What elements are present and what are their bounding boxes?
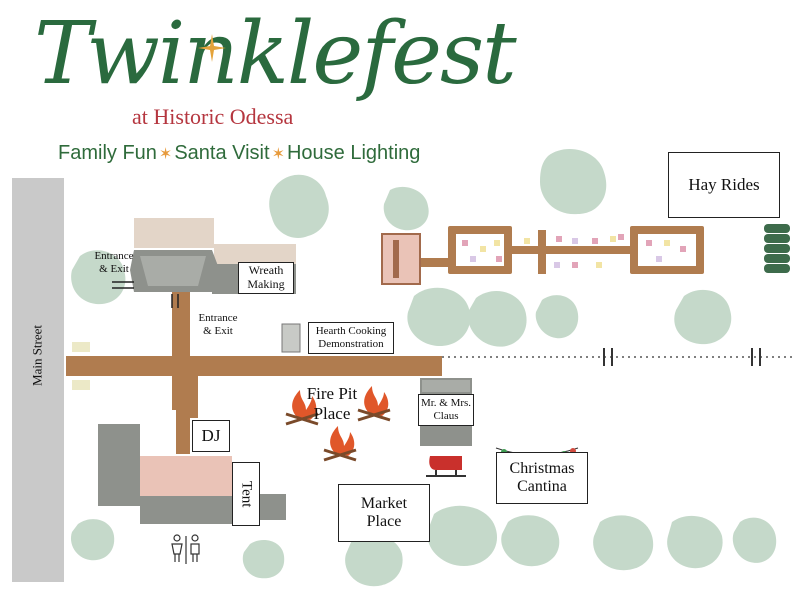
left-building <box>98 424 140 506</box>
tree <box>501 515 560 567</box>
tree <box>732 517 777 563</box>
tagline: Family Fun✶Santa Visit✶House Lighting <box>58 142 420 165</box>
christmas-cantina-label: Christmas Cantina <box>496 452 588 504</box>
tree <box>467 291 527 347</box>
path-link-1 <box>512 246 540 254</box>
tent-pink <box>140 456 232 496</box>
fire-icon <box>357 386 391 422</box>
star-icon: ✶ <box>158 146 173 163</box>
dj-label: DJ <box>192 420 230 452</box>
star-icon <box>198 34 226 62</box>
tree <box>383 186 429 231</box>
entrance-exit-label: Entrance & Exit <box>198 312 238 337</box>
mr-mrs-claus-label: Mr. & Mrs. Claus <box>418 394 474 426</box>
path-hay <box>418 258 448 267</box>
tree <box>70 519 115 561</box>
wreath-making-label: Wreath Making <box>238 262 294 294</box>
tagline-item: Santa Visit <box>174 142 270 164</box>
main-path <box>66 356 442 376</box>
fire-icon <box>323 426 357 462</box>
path-link-2 <box>544 246 630 254</box>
tree <box>269 174 329 238</box>
fire-pit-label: Fire Pit Place <box>306 384 358 423</box>
tagline-item: House Lighting <box>286 142 421 164</box>
tree <box>242 540 285 579</box>
tree <box>593 515 654 571</box>
tent-label: Tent <box>232 462 260 526</box>
tree <box>540 149 607 215</box>
trees <box>70 149 777 587</box>
hearth-cooking-label: Hearth Cooking Demonstration <box>308 322 394 354</box>
light-dots <box>462 234 686 268</box>
star-icon: ✶ <box>271 146 285 163</box>
hay-bales-icon <box>764 224 790 273</box>
path-bar <box>538 230 546 274</box>
hearth-building <box>281 323 301 353</box>
event-subtitle: at Historic Odessa <box>132 104 294 129</box>
path-to-tent <box>176 398 190 454</box>
market-place-label: Market Place <box>338 484 430 542</box>
hay-ride-shed <box>381 233 421 285</box>
tree <box>345 534 403 587</box>
house-annex <box>134 218 214 248</box>
main-street-road <box>12 178 64 582</box>
tree <box>71 250 126 305</box>
tree <box>535 295 579 339</box>
tagline-item: Family Fun <box>58 142 157 164</box>
fire-icon <box>285 390 319 426</box>
entrance-exit-label: Entrance & Exit <box>94 250 134 275</box>
tree <box>427 505 498 566</box>
main-street-label: Main Street <box>29 324 45 386</box>
sleigh-icon <box>426 456 466 477</box>
event-title: Twinklefest <box>34 4 517 104</box>
tree <box>667 515 723 569</box>
tree <box>674 289 732 345</box>
tree <box>407 287 471 346</box>
restroom-icon <box>171 534 200 564</box>
hay-rides-label: Hay Rides <box>668 152 780 218</box>
